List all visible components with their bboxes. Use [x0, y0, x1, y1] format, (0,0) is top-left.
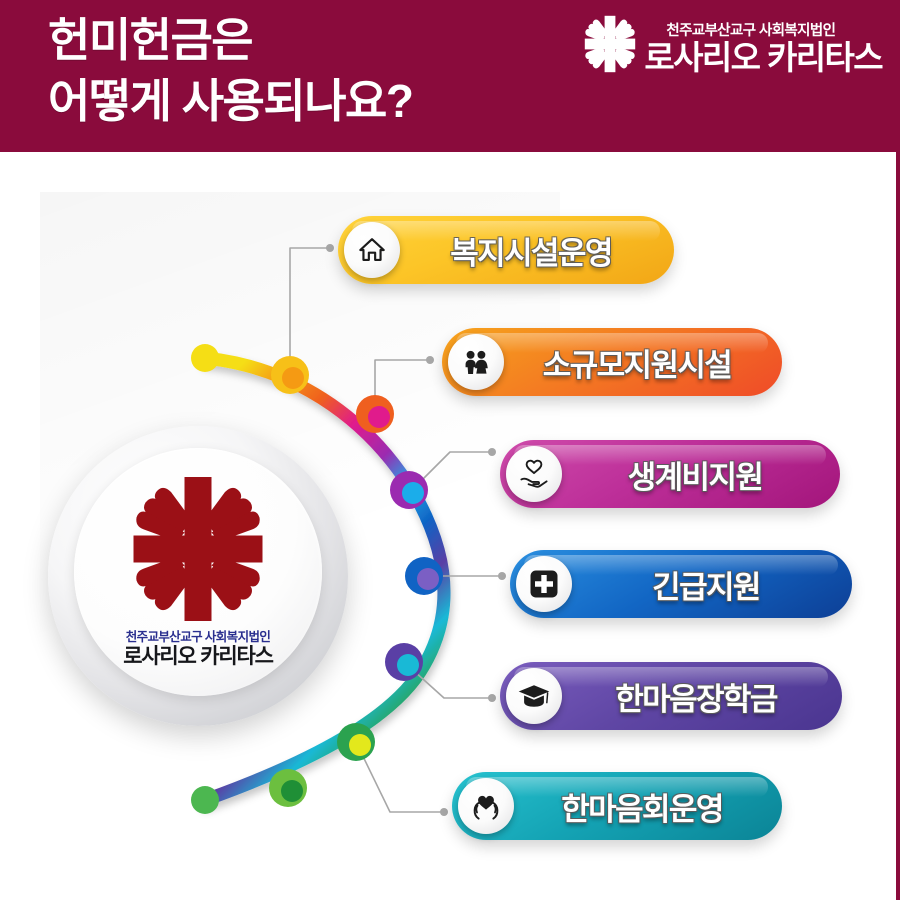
item-label: 복지시설운영	[450, 235, 613, 271]
page-title: 헌미헌금은 어떻게 사용되나요?	[48, 14, 414, 127]
caritas-cross-icon	[580, 14, 640, 74]
brand-text-block: 천주교부산교구 사회복지법인 로사리오 카리타스	[644, 19, 883, 76]
item-label: 긴급지원	[652, 569, 761, 605]
arc-node-1	[271, 356, 309, 394]
arc-node-3	[390, 471, 428, 509]
arc-endpoint-top	[191, 344, 219, 372]
item-pill-hanmaeum-association[interactable]: 한마음회운영	[452, 772, 782, 840]
home-icon	[344, 222, 400, 278]
item-label: 생계비지원	[627, 459, 764, 495]
two-people-icon	[448, 334, 504, 390]
arc-node-2	[356, 395, 394, 433]
item-pill-hanmaeum-scholarship[interactable]: 한마음장학금	[500, 662, 842, 730]
item-label: 한마음장학금	[615, 681, 778, 717]
arc-node-7	[269, 769, 307, 807]
arc-node-6	[337, 723, 375, 761]
item-label: 소규모지원시설	[542, 347, 733, 383]
item-pill-emergency-support[interactable]: 긴급지원	[510, 550, 852, 618]
arc-node-4	[405, 557, 443, 595]
item-pill-living-expense-support[interactable]: 생계비지원	[500, 440, 840, 508]
brand-name: 로사리오 카리타스	[644, 39, 883, 76]
arc-node-5	[385, 643, 423, 681]
graduation-cap-icon	[506, 668, 562, 724]
heart-hands-icon	[458, 778, 514, 834]
hand-heart-icon	[506, 446, 562, 502]
disc-name: 로사리오 카리타스	[123, 645, 274, 668]
item-pill-small-support-facility[interactable]: 소규모지원시설	[442, 328, 782, 396]
infographic-body: 천주교부산교구 사회복지법인 로사리오 카리타스	[0, 152, 896, 900]
disc-inner-face: 천주교부산교구 사회복지법인 로사리오 카리타스	[74, 448, 322, 696]
caritas-cross-icon	[114, 474, 282, 624]
medical-cross-icon	[516, 556, 572, 612]
brand-subtitle: 천주교부산교구 사회복지법인	[666, 23, 836, 39]
disc-subtitle: 천주교부산교구 사회복지법인	[125, 630, 271, 644]
item-pill-welfare-facility[interactable]: 복지시설운영	[338, 216, 674, 284]
header-banner: 헌미헌금은 어떻게 사용되나요?	[0, 0, 896, 152]
brand-lockup: 천주교부산교구 사회복지법인 로사리오 카리타스	[580, 14, 884, 76]
arc-endpoint-bottom	[191, 786, 219, 814]
center-logo-disc: 천주교부산교구 사회복지법인 로사리오 카리타스	[48, 426, 348, 726]
item-label: 한마음회운영	[561, 791, 724, 827]
